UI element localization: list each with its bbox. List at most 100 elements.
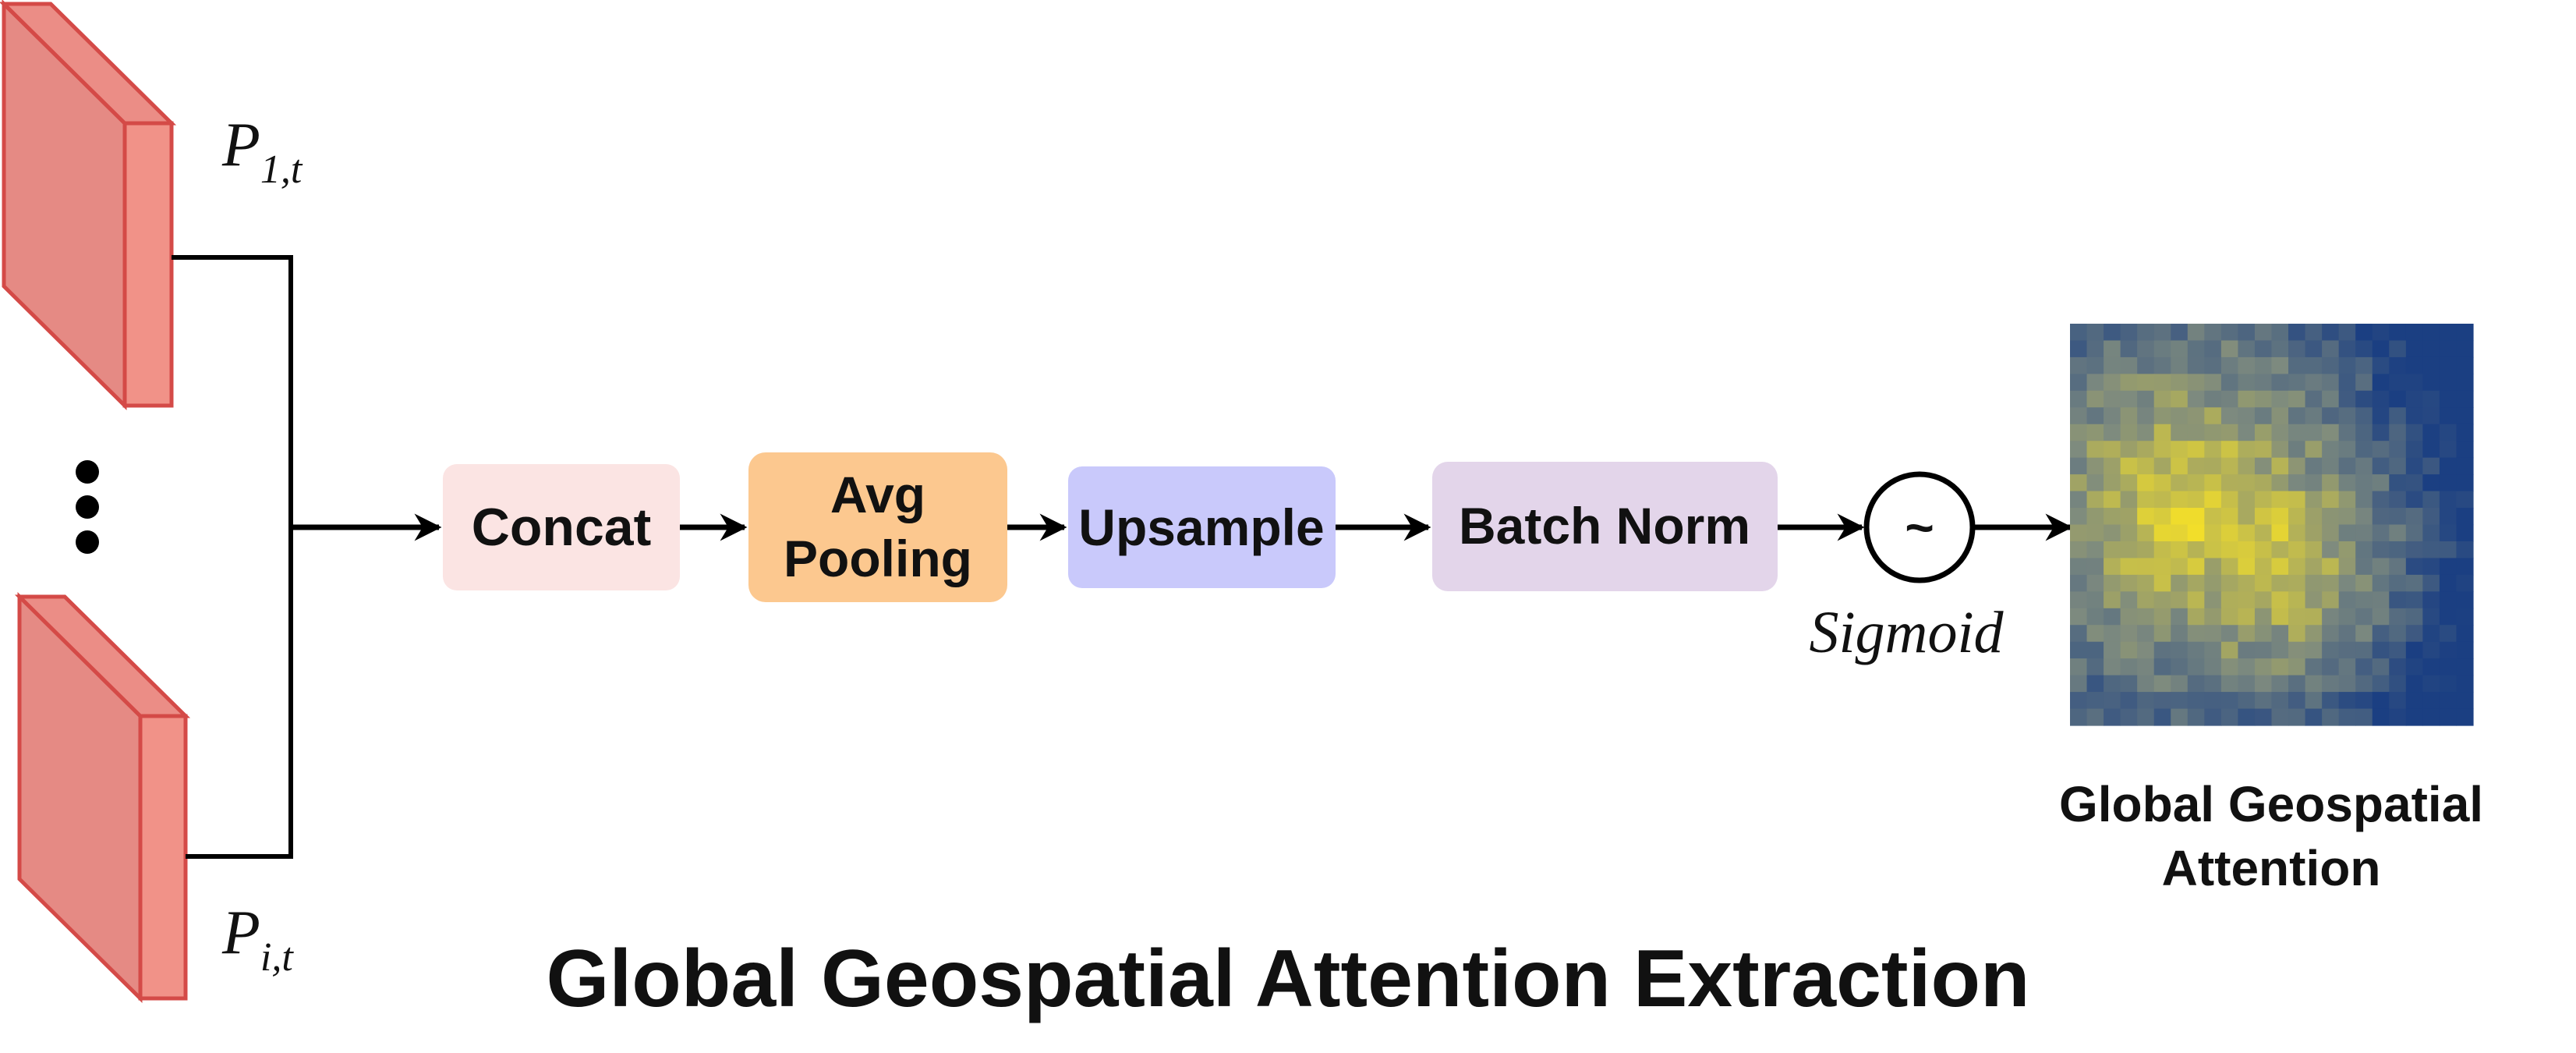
heatmap-cell bbox=[2254, 508, 2273, 526]
heatmap-cell bbox=[2204, 374, 2222, 392]
heatmap-cell bbox=[2238, 424, 2256, 441]
heatmap-cell bbox=[2254, 374, 2273, 392]
heatmap-cell bbox=[2288, 625, 2306, 643]
feature-block-bottom-cap bbox=[14, 594, 191, 718]
heatmap-cell bbox=[2254, 608, 2273, 626]
heatmap-cell bbox=[2338, 324, 2356, 342]
heatmap-cell bbox=[2137, 390, 2155, 408]
heatmap-cell bbox=[2120, 356, 2138, 374]
heatmap-cell bbox=[2372, 508, 2390, 526]
heatmap-cell bbox=[2254, 474, 2273, 492]
feature-block-bottom-side bbox=[138, 714, 188, 1001]
heatmap-cell bbox=[2372, 625, 2390, 643]
avg-pooling-label-line2: Pooling bbox=[784, 530, 972, 587]
heatmap-cell bbox=[2187, 574, 2205, 592]
heatmap-cell bbox=[2187, 491, 2205, 509]
feature-block-bottom bbox=[14, 592, 191, 1003]
heatmap-cell bbox=[2355, 658, 2373, 676]
heatmap-cell bbox=[2187, 356, 2205, 374]
heatmap-cell bbox=[2070, 441, 2088, 459]
heatmap-cell bbox=[2405, 692, 2423, 710]
heatmap-cell bbox=[2271, 324, 2289, 342]
heatmap-cell bbox=[2405, 641, 2423, 659]
heatmap-cell bbox=[2288, 324, 2306, 342]
heatmap-cell bbox=[2405, 591, 2423, 609]
heatmap-cell bbox=[2086, 491, 2104, 509]
heatmap-cell bbox=[2439, 574, 2457, 592]
heatmap-cell bbox=[2422, 524, 2440, 542]
heatmap-cell bbox=[2120, 508, 2138, 526]
heatmap-cell bbox=[2254, 441, 2273, 459]
heatmap-cell bbox=[2171, 558, 2189, 576]
upsample-block: Upsample bbox=[1068, 466, 1336, 588]
heatmap-cell bbox=[2204, 524, 2222, 542]
heatmap-cell bbox=[2153, 692, 2171, 710]
heatmap-cell bbox=[2104, 356, 2121, 374]
heatmap-cell bbox=[2104, 658, 2121, 676]
heatmap-cell bbox=[2204, 675, 2222, 693]
heatmap-cell bbox=[2104, 457, 2121, 475]
heatmap-cell bbox=[2338, 625, 2356, 643]
heatmap-cell bbox=[2238, 407, 2256, 425]
heatmap-cell bbox=[2439, 407, 2457, 425]
heatmap-cell bbox=[2405, 541, 2423, 559]
heatmap-cell bbox=[2338, 340, 2356, 358]
heatmap-cell bbox=[2171, 608, 2189, 626]
heatmap-cell bbox=[2422, 541, 2440, 559]
heatmap-cell bbox=[2355, 541, 2373, 559]
heatmap-cell bbox=[2204, 508, 2222, 526]
heatmap-cell bbox=[2305, 708, 2323, 726]
heatmap-cell bbox=[2187, 641, 2205, 659]
heatmap-cell bbox=[2086, 708, 2104, 726]
input-label-bottom-base: P bbox=[221, 899, 260, 967]
heatmap-cell bbox=[2422, 457, 2440, 475]
heatmap-cell bbox=[2187, 541, 2205, 559]
heatmap-cell bbox=[2322, 558, 2340, 576]
heatmap-cell bbox=[2086, 608, 2104, 626]
heatmap-cell bbox=[2254, 625, 2273, 643]
heatmap-cell bbox=[2070, 591, 2088, 609]
heatmap-cell bbox=[2238, 608, 2256, 626]
heatmap-cell bbox=[2204, 591, 2222, 609]
heatmap-cell bbox=[2120, 524, 2138, 542]
heatmap-cell bbox=[2220, 692, 2239, 710]
heatmap-cell bbox=[2153, 441, 2171, 459]
heatmap-cell bbox=[2086, 474, 2104, 492]
heatmap-cell bbox=[2372, 608, 2390, 626]
heatmap-cell bbox=[2070, 541, 2088, 559]
heatmap-cell bbox=[2104, 340, 2121, 358]
heatmap-cell bbox=[2305, 374, 2323, 392]
heatmap-cell bbox=[2086, 625, 2104, 643]
heatmap-cell bbox=[2153, 625, 2171, 643]
batch-norm-label: Batch Norm bbox=[1459, 497, 1750, 555]
heatmap-cell bbox=[2137, 541, 2155, 559]
heatmap-cell bbox=[2187, 675, 2205, 693]
heatmap-cell bbox=[2338, 390, 2356, 408]
heatmap-cell bbox=[2153, 541, 2171, 559]
heatmap-cell bbox=[2137, 625, 2155, 643]
heatmap-cell bbox=[2220, 474, 2239, 492]
heatmap-cell bbox=[2322, 356, 2340, 374]
heatmap-cell bbox=[2171, 541, 2189, 559]
heatmap-cell bbox=[2204, 625, 2222, 643]
heatmap-cell bbox=[2238, 356, 2256, 374]
heatmap-cell bbox=[2238, 558, 2256, 576]
heatmap-cell bbox=[2389, 625, 2407, 643]
heatmap-cell bbox=[2220, 390, 2239, 408]
heatmap-cell bbox=[2238, 625, 2256, 643]
heatmap-cell bbox=[2171, 708, 2189, 726]
heatmap-cell bbox=[2405, 558, 2423, 576]
heatmap-cell bbox=[2271, 641, 2289, 659]
heatmap-cell bbox=[2456, 641, 2474, 659]
heatmap-cell bbox=[2238, 641, 2256, 659]
heatmap-cell bbox=[2322, 625, 2340, 643]
feature-block-top-side bbox=[122, 121, 174, 408]
heatmap-cell bbox=[2238, 524, 2256, 542]
heatmap-cell bbox=[2070, 324, 2088, 342]
heatmap-cell bbox=[2153, 608, 2171, 626]
heatmap-cell bbox=[2254, 390, 2273, 408]
heatmap-cell bbox=[2204, 541, 2222, 559]
heatmap-cell bbox=[2271, 424, 2289, 441]
heatmap-cell bbox=[2187, 658, 2205, 676]
